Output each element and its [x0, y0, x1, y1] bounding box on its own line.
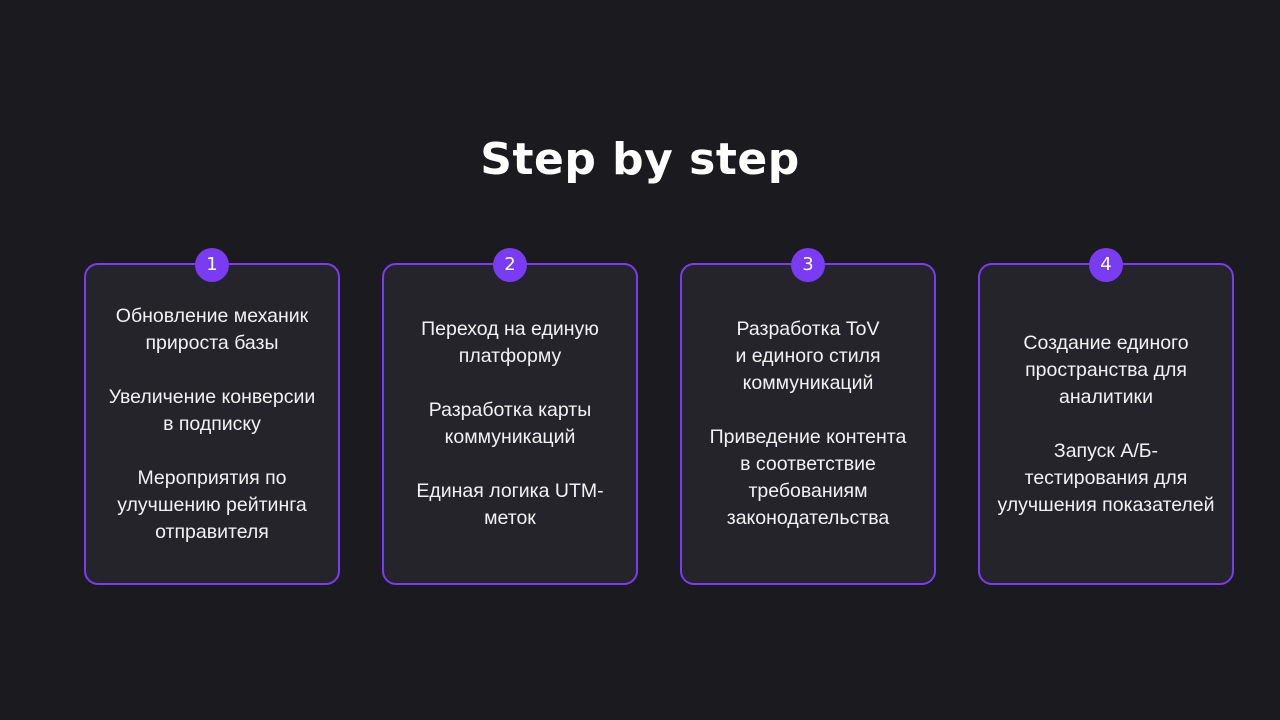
step-number-badge: 4	[1089, 248, 1123, 282]
step-item: Переход на единую платформу	[421, 318, 599, 367]
step-card-2: 2 Переход на единую платформу Разработка…	[382, 248, 638, 585]
step-number-badge: 3	[791, 248, 825, 282]
step-items: Создание единого пространства для аналит…	[980, 330, 1232, 519]
step-item: Запуск А/Б- тестирования для улучшения п…	[997, 439, 1215, 516]
step-card-3: 3 Разработка ToV и единого стиля коммуни…	[680, 248, 936, 585]
step-item: Создание единого пространства для аналит…	[1023, 331, 1189, 408]
step-items: Переход на единую платформу Разработка к…	[384, 316, 636, 532]
step-item: Увеличение конверсии в подписку	[108, 385, 316, 435]
step-card-4: 4 Создание единого пространства для анал…	[978, 248, 1234, 585]
step-item: Разработка карты коммуникаций	[428, 399, 592, 448]
step-item: Обновление механик прироста базы	[115, 304, 309, 354]
step-item: Единая логика UTM- меток	[416, 480, 604, 529]
step-items: Разработка ToV и единого стиля коммуника…	[682, 316, 934, 532]
step-number-badge: 2	[493, 248, 527, 282]
step-card-1: 1 Обновление механик прироста базы Увели…	[84, 248, 340, 585]
step-item: Мероприятия по улучшению рейтинга отправ…	[117, 466, 307, 543]
step-item: Разработка ToV и единого стиля коммуника…	[735, 318, 881, 394]
step-items: Обновление механик прироста базы Увеличе…	[86, 303, 338, 546]
step-number-badge: 1	[195, 248, 229, 282]
page-title: Step by step	[480, 134, 800, 185]
step-item: Приведение контента в соответствие требо…	[709, 426, 907, 529]
